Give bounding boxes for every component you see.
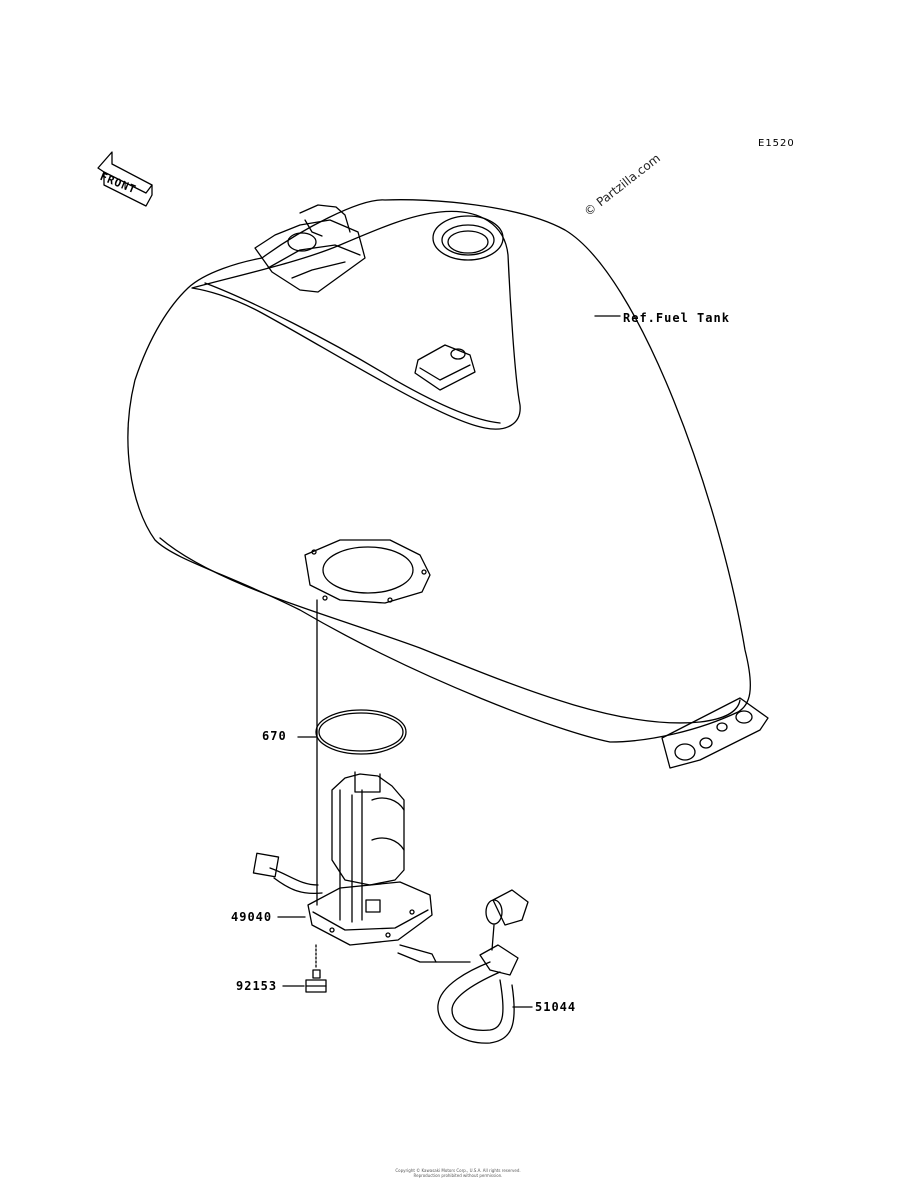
footer-line-1: Copyright © Kawasaki Motors Corp., U.S.A… [395, 1168, 521, 1173]
callout-92153: 92153 [236, 979, 278, 993]
hose-51044 [435, 889, 529, 1044]
gasket-o-ring [315, 709, 407, 755]
figure-code: E1520 [758, 138, 795, 149]
footer-line-2: Reproduction prohibited without permissi… [413, 1173, 503, 1178]
front-arrow-icon [97, 151, 153, 207]
footer-copyright: Copyright © Kawasaki Motors Corp., U.S.A… [328, 1168, 588, 1178]
fuel-tank [127, 199, 769, 769]
fuel-pump-assembly [252, 771, 437, 963]
callout-49040: 49040 [231, 910, 273, 924]
callout-670: 670 [262, 729, 287, 743]
callout-ref-fuel-tank: Ref.Fuel Tank [623, 311, 730, 325]
callout-51044: 51044 [535, 1000, 577, 1014]
bolt-92153 [305, 969, 327, 993]
